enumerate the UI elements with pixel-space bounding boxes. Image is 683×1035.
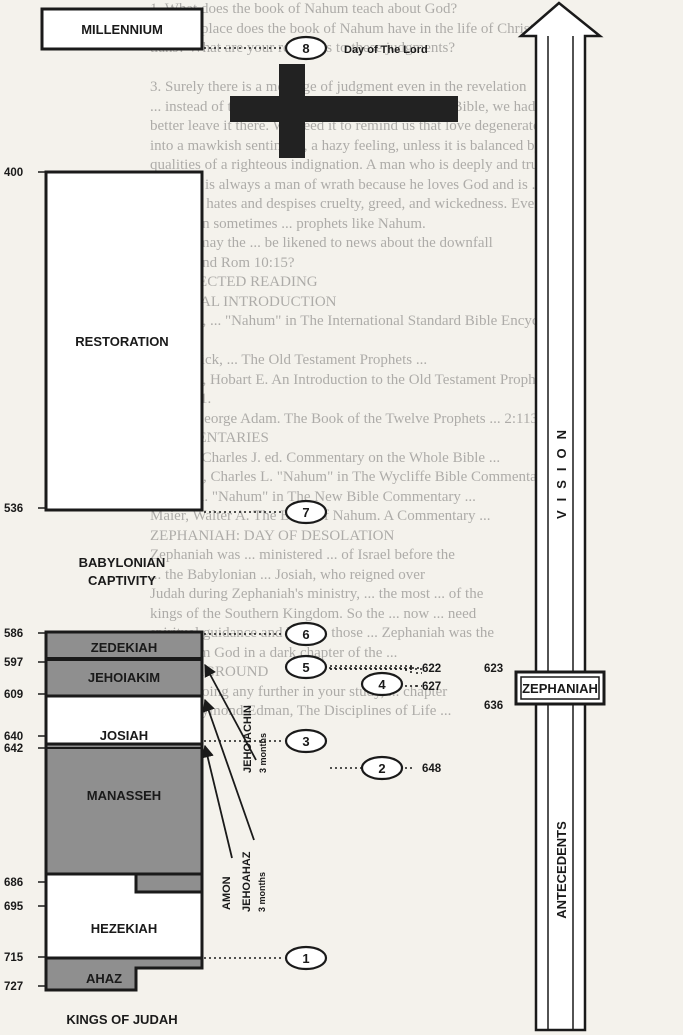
kings-of-judah-block [44,630,204,992]
marker-6: 6 [284,621,328,647]
jehoiachin-arrow [204,663,257,761]
background-text-line: Judah during Zephaniah's ministry, ... t… [150,586,484,602]
zephaniah-year-top: 623 [484,663,503,675]
manasseh-block [44,742,204,876]
zedekiah-label: ZEDEKIAH [91,640,157,655]
background-text-line: Fraser, A. "Nahum" in The New Bible Comm… [150,488,476,505]
millennium-box [40,7,204,51]
background-text-line: ... W. Raymond Edman, The Disciplines of… [150,703,452,719]
marker-5-year: 622 [422,663,441,675]
year-715: 715 [4,952,24,964]
marker-8: 8 [284,35,328,61]
amon-label: AMON [221,876,233,910]
vision-arrow [517,1,604,1032]
restoration-box [44,170,204,512]
background-text-line: 1. What does the book of Nahum teach abo… [150,1,458,17]
background-text-line: mind, he hates and despises cruelty, gre… [150,196,542,212]
year-586: 586 [4,628,23,640]
background-text-line: into a mawkish sentiment, a hazy feeling… [150,137,565,154]
year-640: 640 [4,731,23,743]
background-text-line: kings of the Southern Kingdom. So the ..… [150,605,477,622]
year-597: 597 [4,657,23,669]
background-text-line: Freeman, ... "Nahum" in The Internationa… [150,313,583,329]
background-text-line: Smith, George Adam. The Book of the Twel… [150,410,546,427]
jehoiachin-label: JEHOIACHIN [242,705,254,773]
year-695: 695 [4,901,24,913]
ahaz-block [44,956,204,992]
zedekiah-jehoiakim-block [44,630,204,698]
svg-text:5: 5 [302,660,309,675]
marker-7: 7 [284,499,328,525]
jehoiachin-note: 3 months [258,733,268,773]
svg-text:2: 2 [378,761,385,776]
marker-5: 5 [284,654,328,680]
svg-text:1: 1 [302,951,309,966]
vision-label: VISION [554,421,569,519]
millennium-label: MILLENNIUM [81,22,163,37]
jehoiakim-label: JEHOIAKIM [88,670,160,685]
background-text-line: 4. How may the ... be likened to news ab… [150,235,493,251]
josiah-label: JOSIAH [100,728,148,743]
day-of-the-lord-label: Day of The Lord [344,44,428,56]
marker-4-year: 627 [422,681,441,693]
background-text-line: Ellicott, Charles J. ed. Commentary on t… [150,449,501,466]
manasseh-label: MANASSEH [87,788,161,803]
year-ticks [38,171,46,987]
background-text-line: 3. Surely there is a message of judgment… [150,79,527,95]
year-536: 536 [4,503,23,515]
hezekiah-label: HEZEKIAH [91,921,157,936]
background-text-line: ... the Babylonian ... Josiah, who reign… [150,566,425,583]
background-text-line: Freeman, Hobart E. An Introduction to th… [150,371,553,388]
zephaniah-year-bottom: 636 [484,700,503,712]
year-642: 642 [4,743,23,755]
marker-4: 4 [360,671,404,697]
jehoahaz-label: JEHOAHAZ [241,851,253,912]
svg-text:8: 8 [302,41,309,56]
svg-text:7: 7 [302,505,309,520]
year-400: 400 [4,167,23,179]
amon-arrow [201,744,233,859]
background-text-line: Feinberg, Charles L. "Nahum" in The Wycl… [150,469,565,485]
background-text-line: Zephaniah was ... ministered ... of Isra… [150,547,455,563]
zephaniah-label: ZEPHANIAH [522,681,598,696]
year-609: 609 [4,689,23,701]
kings-of-judah-footer: KINGS OF JUDAH [66,1012,177,1027]
marker-2: 2 [360,755,404,781]
background-text-line: ZEPHANIAH: DAY OF DESOLATION [150,527,395,544]
marker-2-year: 648 [422,763,442,775]
background-text-line: light from God in a dark chapter of the … [150,644,398,661]
year-686: 686 [4,877,23,889]
captivity-label-line2: CAPTIVITY [88,573,156,588]
josiah-block [44,694,204,746]
ahaz-label: AHAZ [86,971,122,986]
background-text-line: qualities of a righteous indignation. A … [150,157,550,173]
background-text-line: Kirkpatrick, ... The Old Testament Proph… [150,352,428,368]
svg-text:3: 3 [302,734,309,749]
marker-3: 3 [284,728,328,754]
background-text-line: 2. What place does the book of Nahum hav… [150,20,539,37]
captivity-label-line1: BABYLONIAN [79,555,166,570]
marker-1: 1 [284,945,328,971]
background-text-line: for good is always a man of wrath becaus… [150,176,559,193]
cross-icon [230,64,458,158]
svg-text:6: 6 [302,627,309,642]
background-text-line: good men sometimes ... prophets like Nah… [150,215,426,232]
year-727: 727 [4,981,23,993]
antecedents-label: ANTECEDENTS [554,821,569,919]
jehoahaz-arrow [202,698,255,841]
svg-text:4: 4 [378,677,386,692]
jehoahaz-note: 3 months [257,872,267,912]
restoration-label: RESTORATION [75,334,168,349]
